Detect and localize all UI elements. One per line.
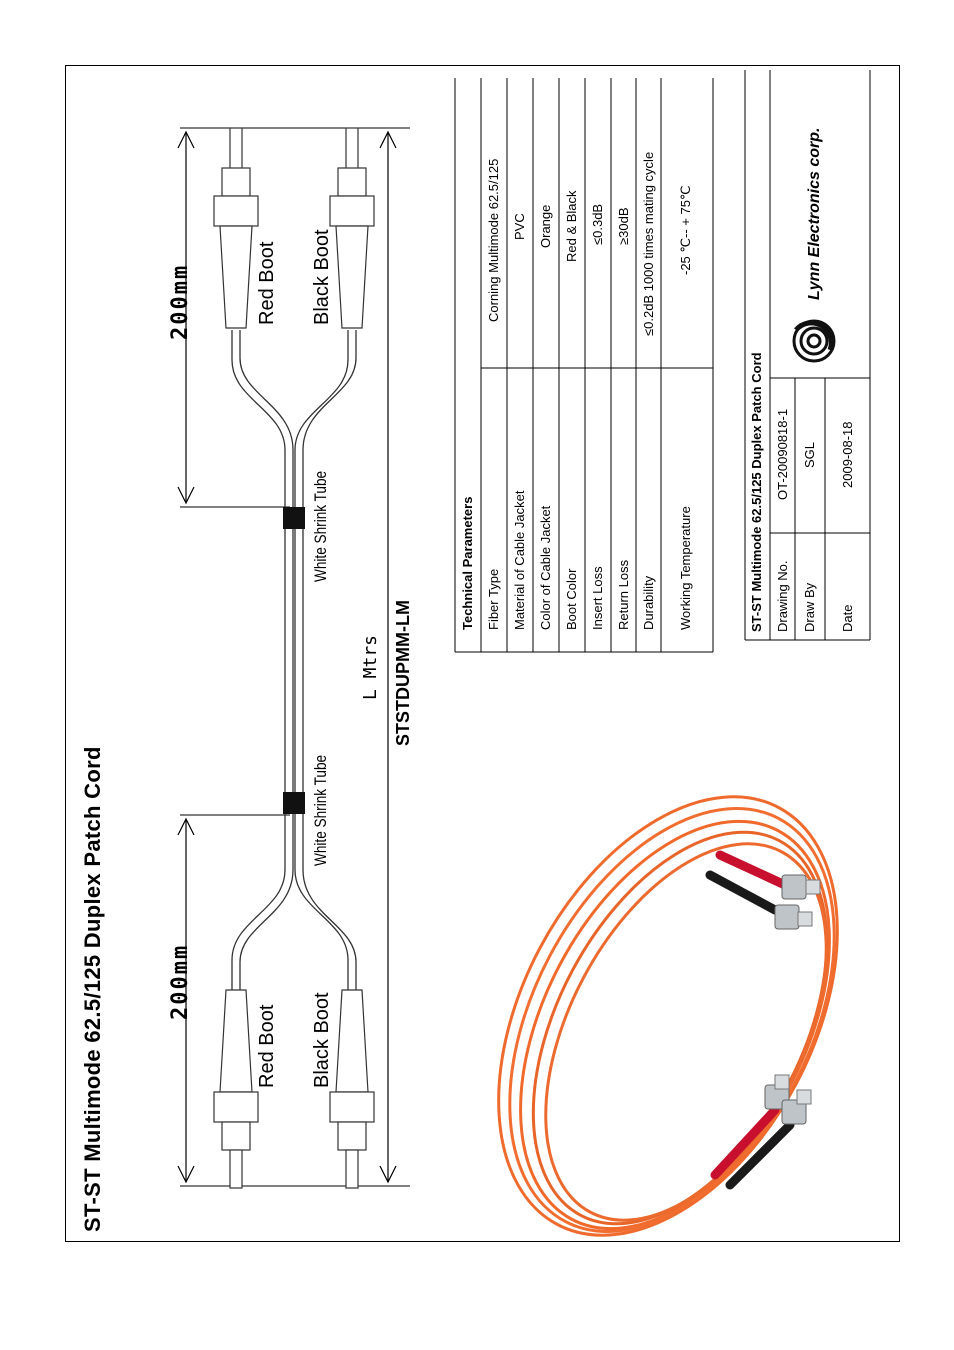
black-boot-label-top: Black Boot — [311, 229, 333, 325]
shrink-tube-bottom — [283, 792, 305, 814]
connector-bottom-black — [329, 989, 375, 1189]
product-photo — [497, 795, 839, 1237]
connector-bottom-red — [213, 989, 259, 1189]
tech-value-insert-loss: ≤0.3dB — [590, 203, 605, 245]
tech-label-boot-color: Boot Color — [564, 568, 579, 630]
tech-value-durability: ≤0.2dB 1000 times mating cycle — [641, 151, 656, 336]
drawing-no-label: Drawing No. — [775, 560, 790, 632]
draw-by-label: Draw By — [802, 582, 817, 632]
tech-label-fiber-type: Fiber Type — [486, 568, 501, 630]
tech-label-return-loss: Return Loss — [616, 559, 631, 630]
tech-table-grid — [454, 78, 714, 653]
connector-top-black — [329, 127, 375, 329]
tech-label-insert-loss: Insert Loss — [590, 566, 605, 630]
title-block-grid — [744, 70, 871, 641]
connector-top-red — [213, 127, 259, 329]
dimension-label-top: 200mm — [168, 263, 193, 340]
red-boot-label-bottom: Red Boot — [256, 1004, 278, 1088]
dimension-label-bottom: 200mm — [168, 943, 193, 1020]
part-number: STSTDUPMM-LM — [393, 600, 413, 746]
titleblock-title: ST-ST Multimode 62.5/125 Duplex Patch Co… — [749, 352, 764, 632]
shrink-tube-label-bottom: White Shrink Tube — [311, 754, 330, 866]
page-frame — [65, 65, 900, 1242]
shrink-tube-top — [283, 507, 305, 529]
draw-by-value: SGL — [802, 441, 817, 468]
length-label: L Mtrs — [360, 634, 381, 700]
date-label: Date — [840, 604, 855, 632]
tech-label-durability: Durability — [641, 575, 656, 630]
black-boot-label-bottom: Black Boot — [311, 992, 333, 1088]
company-name: Lynn Electronics corp. — [806, 127, 823, 300]
drawing-no-value: OT-20090818-1 — [775, 408, 790, 500]
tech-label-jacket-material: Material of Cable Jacket — [512, 490, 527, 630]
tech-value-jacket-material: PVC — [512, 213, 527, 240]
tech-value-return-loss: ≥30dB — [616, 207, 631, 246]
tech-value-boot-color: Red & Black — [564, 190, 579, 262]
tech-label-working-temp: Working Temperature — [678, 506, 693, 630]
tech-value-fiber-type: Corning Multimode 62.5/125 — [486, 158, 501, 322]
company-logo-icon — [792, 319, 836, 363]
tech-label-jacket-color: Color of Cable Jacket — [538, 505, 553, 630]
shrink-tube-label-top: White Shrink Tube — [311, 470, 330, 582]
tech-value-jacket-color: Orange — [538, 204, 553, 248]
tech-table-header: Technical Parameters — [460, 496, 475, 630]
tech-value-working-temp: -25 ℃-- + 75℃ — [678, 185, 693, 275]
date-value: 2009-08-18 — [840, 421, 855, 489]
red-boot-label-top: Red Boot — [256, 241, 278, 325]
